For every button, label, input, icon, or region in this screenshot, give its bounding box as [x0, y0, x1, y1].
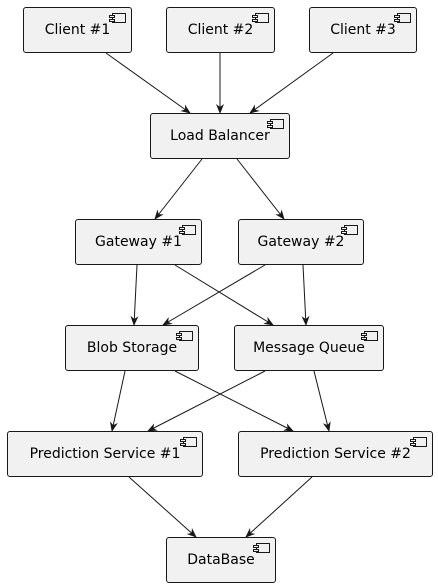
node-client2: Client #2	[166, 7, 275, 53]
component-icon	[341, 225, 358, 235]
edge-client1-to-lb	[105, 52, 191, 114]
node-label: Prediction Service #2	[260, 446, 411, 462]
node-gw1: Gateway #1	[75, 219, 202, 265]
edge-client3-to-lb	[249, 52, 334, 114]
node-mq: Message Queue	[234, 325, 384, 371]
node-db: DataBase	[166, 537, 276, 583]
edge-lb-to-gw2	[236, 158, 285, 220]
node-lb: Load Balancer	[150, 113, 290, 159]
edge-gw2-to-blob	[162, 264, 266, 326]
edge-mq-to-ps1	[147, 370, 266, 432]
node-client3: Client #3	[309, 7, 417, 53]
edge-gw1-to-blob	[130, 264, 139, 326]
edge-gw1-to-mq	[174, 264, 274, 326]
node-label: DataBase	[187, 552, 255, 568]
edge-mq-to-ps2	[313, 370, 331, 432]
component-icon	[180, 437, 197, 447]
component-icon	[109, 13, 126, 23]
node-label: Client #1	[44, 22, 111, 38]
component-icon	[176, 331, 193, 341]
node-blob: Blob Storage	[65, 325, 199, 371]
node-ps2: Prediction Service #2	[238, 431, 433, 477]
node-label: Blob Storage	[86, 340, 178, 356]
node-label: Gateway #1	[95, 234, 182, 250]
edge-ps1-to-db	[128, 476, 197, 538]
node-gw2: Gateway #2	[238, 219, 364, 265]
node-label: Client #2	[187, 22, 254, 38]
node-label: Load Balancer	[170, 128, 270, 144]
node-label: Prediction Service #1	[29, 446, 181, 462]
edge-blob-to-ps1	[109, 370, 126, 432]
edge-lb-to-gw1	[154, 158, 203, 220]
edge-blob-to-ps2	[174, 370, 294, 432]
node-label: Client #3	[330, 22, 396, 38]
component-icon	[410, 437, 427, 447]
component-icon	[394, 13, 411, 23]
node-label: Gateway #2	[257, 234, 345, 250]
edge-ps2-to-db	[245, 476, 313, 538]
component-icon	[179, 225, 196, 235]
component-icon	[361, 331, 378, 341]
component-icon	[252, 13, 269, 23]
component-icon	[253, 543, 270, 553]
node-ps1: Prediction Service #1	[7, 431, 203, 477]
component-icon	[267, 119, 284, 129]
edge-gw2-to-mq	[301, 264, 310, 326]
node-label: Message Queue	[253, 340, 365, 356]
node-client1: Client #1	[23, 7, 132, 53]
